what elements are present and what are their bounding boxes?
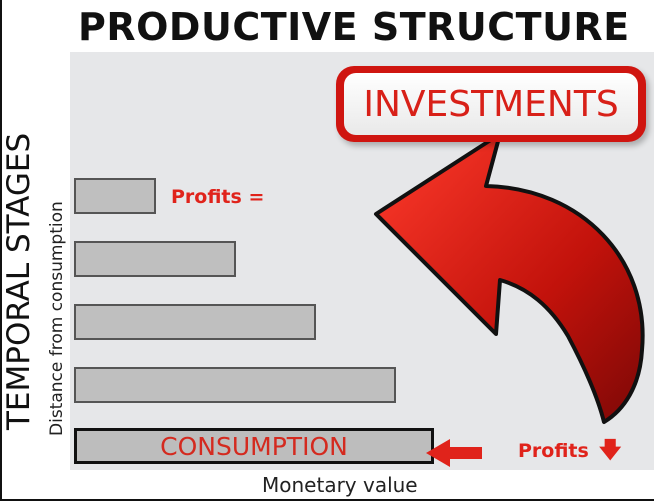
down-arrow-icon: 🡇 bbox=[598, 438, 622, 463]
consumption-label: CONSUMPTION bbox=[160, 431, 348, 461]
investments-box: INVESTMENTS bbox=[336, 66, 646, 142]
consumption-bar: CONSUMPTION bbox=[74, 428, 434, 464]
stage-bar-2 bbox=[74, 241, 236, 277]
diagram-title: PRODUCTIVE STRUCTURE bbox=[78, 5, 630, 49]
y-axis-main-label: TEMPORAL STAGES bbox=[1, 132, 37, 430]
stage-bar-4 bbox=[74, 367, 396, 403]
stage-bar-3 bbox=[74, 304, 316, 340]
x-axis-label: Monetary value bbox=[262, 473, 418, 497]
left-red-arrow-icon bbox=[426, 439, 482, 467]
profits-equal-label: Profits = bbox=[171, 186, 265, 208]
stage-bar-1 bbox=[74, 178, 156, 214]
curved-red-arrow-icon bbox=[374, 132, 645, 424]
profits-down-label: Profits bbox=[518, 440, 589, 462]
investments-label: INVESTMENTS bbox=[344, 73, 638, 135]
y-axis-sub-label: Distance from consumption bbox=[47, 201, 67, 436]
profits-down-group: Profits 🡇 bbox=[518, 438, 622, 463]
